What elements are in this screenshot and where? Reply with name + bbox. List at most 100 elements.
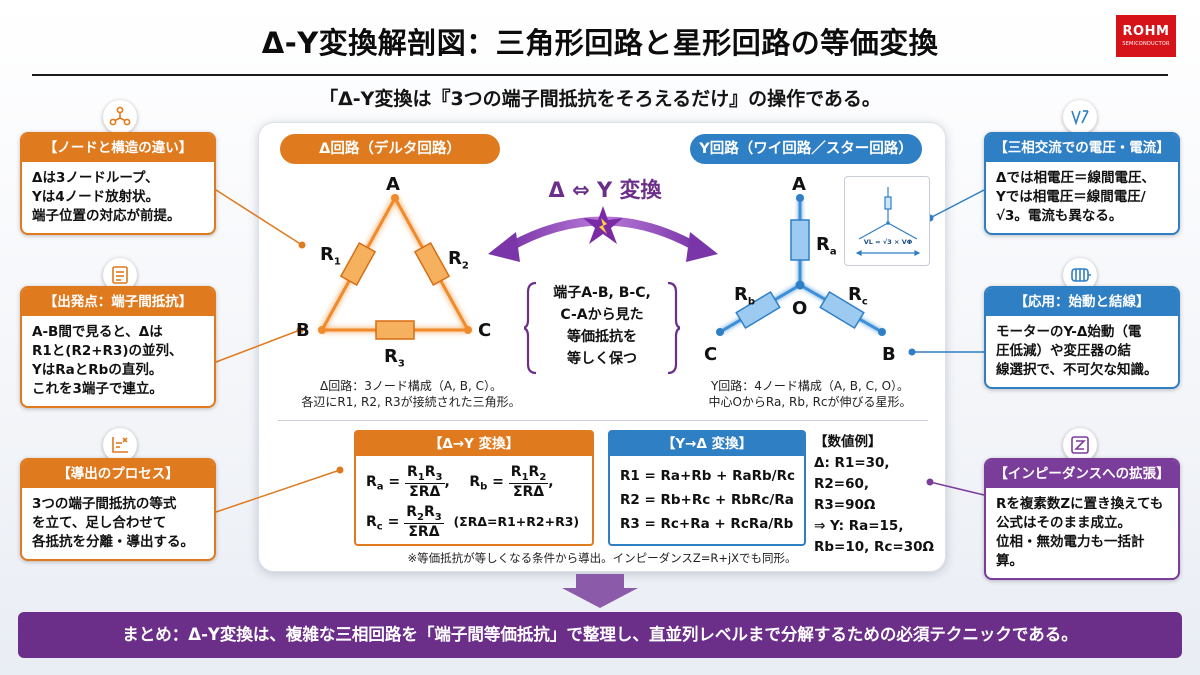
delta-circuit	[318, 194, 472, 340]
wye-circuit	[716, 194, 886, 336]
wye-label-ra: Ra	[816, 234, 837, 258]
delta-caption: Δ回路：3ノード構成（A, B, C）。 各辺にR1, R2, R3が接続された…	[276, 378, 546, 410]
axis-icon	[103, 428, 137, 462]
inset-formula: VL = √3 × VΦ	[863, 238, 913, 246]
card-line: モーターのY-Δ始動（電	[996, 324, 1142, 340]
rohm-logo: ROHM SEMICONDUCTOR	[1116, 15, 1176, 57]
formula-r1: R1 = Ra+Rb + RaRb/Rc	[620, 468, 795, 484]
card-application: 【応用：始動と結線】 モーターのY-Δ始動（電 圧低減）や変圧器の結 線選択で、…	[984, 286, 1180, 389]
transform-line: C-Aから見た	[560, 307, 644, 323]
wye-pill: Y回路（ワイ回路／スター回路）	[690, 134, 922, 164]
connector-line	[929, 189, 985, 219]
sum-note: (ΣRΔ=R1+R2+R3)	[453, 513, 580, 529]
transform-line: 等しく保つ	[567, 351, 637, 367]
inset-star	[855, 187, 921, 256]
connector-line	[215, 189, 303, 246]
delta-caption-line2: 各辺にR1, R2, R3が接続された三角形。	[301, 395, 521, 409]
transform-line: 端子A-B, B-C,	[553, 285, 651, 301]
card-line: 3つの端子間抵抗の等式	[32, 496, 177, 512]
node-dot-c	[878, 328, 886, 336]
card-line: 線選択で、不可欠な知識。	[996, 362, 1158, 378]
delta-label-r2: R2	[448, 248, 469, 272]
page-title: Δ-Y変換解剖図：三角形回路と星形回路の等価変換	[261, 26, 939, 60]
delta-label-r1: R1	[320, 244, 341, 268]
card-line: Yは4ノード放射状。	[32, 189, 160, 205]
footnote: ※等価抵抗が等しくなる条件から導出。インピーダンスZ=R+jXでも同形。	[407, 551, 797, 565]
panel-divider	[278, 420, 928, 421]
example-line: ⇒ Y: Ra=15,	[814, 518, 904, 534]
delta-pill: Δ回路（デルタ回路）	[280, 134, 500, 164]
connector-dot	[336, 466, 344, 474]
card-line: これを3端子で連立。	[32, 381, 163, 397]
delta-node-a: A	[386, 174, 400, 195]
transform-box: 端子A-B, B-C, C-Aから見た 等価抵抗を 等しく保つ	[524, 280, 680, 376]
transform-line: 等価抵抗を	[567, 329, 637, 345]
formula-title: 【Y→Δ 変換】	[610, 432, 804, 456]
card-line: 公式はそのまま成立。	[996, 515, 1131, 531]
impedance-icon	[1063, 428, 1097, 462]
resistor-ra	[790, 219, 810, 261]
connector-dot	[926, 478, 934, 486]
arrow-head-right	[686, 232, 718, 262]
card-terminal-resistance: 【出発点：端子間抵抗】 A-B間で見ると、Δは R1と(R2+R3)の並列、 Y…	[20, 286, 216, 408]
card-title: 【ノードと構造の違い】	[22, 134, 214, 162]
card-line: Rを複素数Zに置き換えても	[996, 496, 1164, 512]
node-dot-a	[391, 194, 399, 202]
formula-title: 【Δ→Y 変換】	[356, 432, 592, 456]
delta-caption-line1: Δ回路：3ノード構成（A, B, C）。	[320, 379, 502, 393]
logo-main: ROHM	[1122, 24, 1170, 39]
card-line: R1と(R2+R3)の並列、	[32, 343, 183, 359]
down-arrow-icon	[562, 574, 638, 608]
delta-node-c: C	[478, 320, 492, 341]
example-title: 【数値例】	[814, 434, 882, 450]
delta-node-b: B	[296, 320, 310, 341]
card-three-phase: 【三相交流での電圧・電流】 Δでは相電圧＝線間電圧、 Yでは相電圧＝線間電圧/ …	[984, 132, 1180, 235]
card-line: YはRaとRbの直列。	[32, 362, 163, 378]
logo-sub: SEMICONDUCTOR	[1122, 41, 1170, 47]
card-line: Δでは相電圧＝線間電圧、	[996, 170, 1155, 186]
node-graph-icon	[103, 100, 137, 134]
wye-caption-line1: Y回路：4ノード構成（A, B, C, O）。	[710, 379, 910, 393]
wye-node-b: B	[882, 344, 896, 365]
connector-dot	[296, 326, 304, 334]
formula-r3: R3 = Rc+Ra + RcRa/Rb	[620, 516, 794, 532]
resistor-r2	[413, 241, 451, 287]
connector-line	[215, 329, 301, 363]
node-dot-b	[716, 328, 724, 336]
wye-label-rc: Rc	[848, 284, 868, 308]
card-line: 端子位置の対応が前提。	[32, 208, 181, 224]
header-rule	[32, 74, 1168, 76]
delta-triangle	[319, 194, 471, 332]
resistor-rb	[735, 290, 781, 330]
card-title: 【導出のプロセス】	[22, 460, 214, 488]
example-line: Rb=10, Rc=30Ω	[814, 539, 934, 555]
card-title: 【インピーダンスへの拡張】	[986, 460, 1178, 488]
card-line: Yでは相電圧＝線間電圧/	[996, 189, 1146, 205]
card-title: 【応用：始動と結線】	[986, 288, 1178, 316]
spark-icon	[583, 206, 623, 244]
card-derivation: 【導出のプロセス】 3つの端子間抵抗の等式 を立て、足し合わせて 各抵抗を分離・…	[20, 458, 216, 561]
node-dot-c	[464, 326, 472, 334]
card-impedance: 【インピーダンスへの拡張】 Rを複素数Zに置き換えても 公式はそのまま成立。 位…	[984, 458, 1180, 580]
resistor-rc	[819, 290, 865, 330]
inset-diagram: VL = √3 × VΦ	[844, 176, 930, 266]
connector-line	[929, 481, 985, 496]
card-node-structure: 【ノードと構造の違い】 Δは3ノードループ、 Yは4ノード放射状。 端子位置の対…	[20, 132, 216, 235]
wye-caption: Y回路：4ノード構成（A, B, C, O）。 中心OからRa, Rb, Rcが…	[690, 378, 930, 410]
resistor-r1	[339, 241, 377, 287]
wye-label-rb: Rb	[734, 284, 756, 308]
example-line: R2=60, R3=90Ω	[814, 476, 876, 513]
transform-arrow	[488, 206, 718, 262]
card-line: 位相・無効電力も一括計算。	[996, 534, 1145, 569]
subtitle: 「Δ-Y変換は『3つの端子間抵抗をそろえるだけ』の操作である。	[319, 88, 881, 110]
card-line: Δは3ノードループ、	[32, 170, 159, 186]
transform-label: Δ ⇔ Y 変換	[548, 178, 662, 202]
wye-node-c: C	[704, 344, 718, 365]
node-dot-a	[796, 194, 804, 202]
card-line: √3。電流も異なる。	[996, 208, 1123, 224]
connector-dot	[908, 348, 916, 356]
